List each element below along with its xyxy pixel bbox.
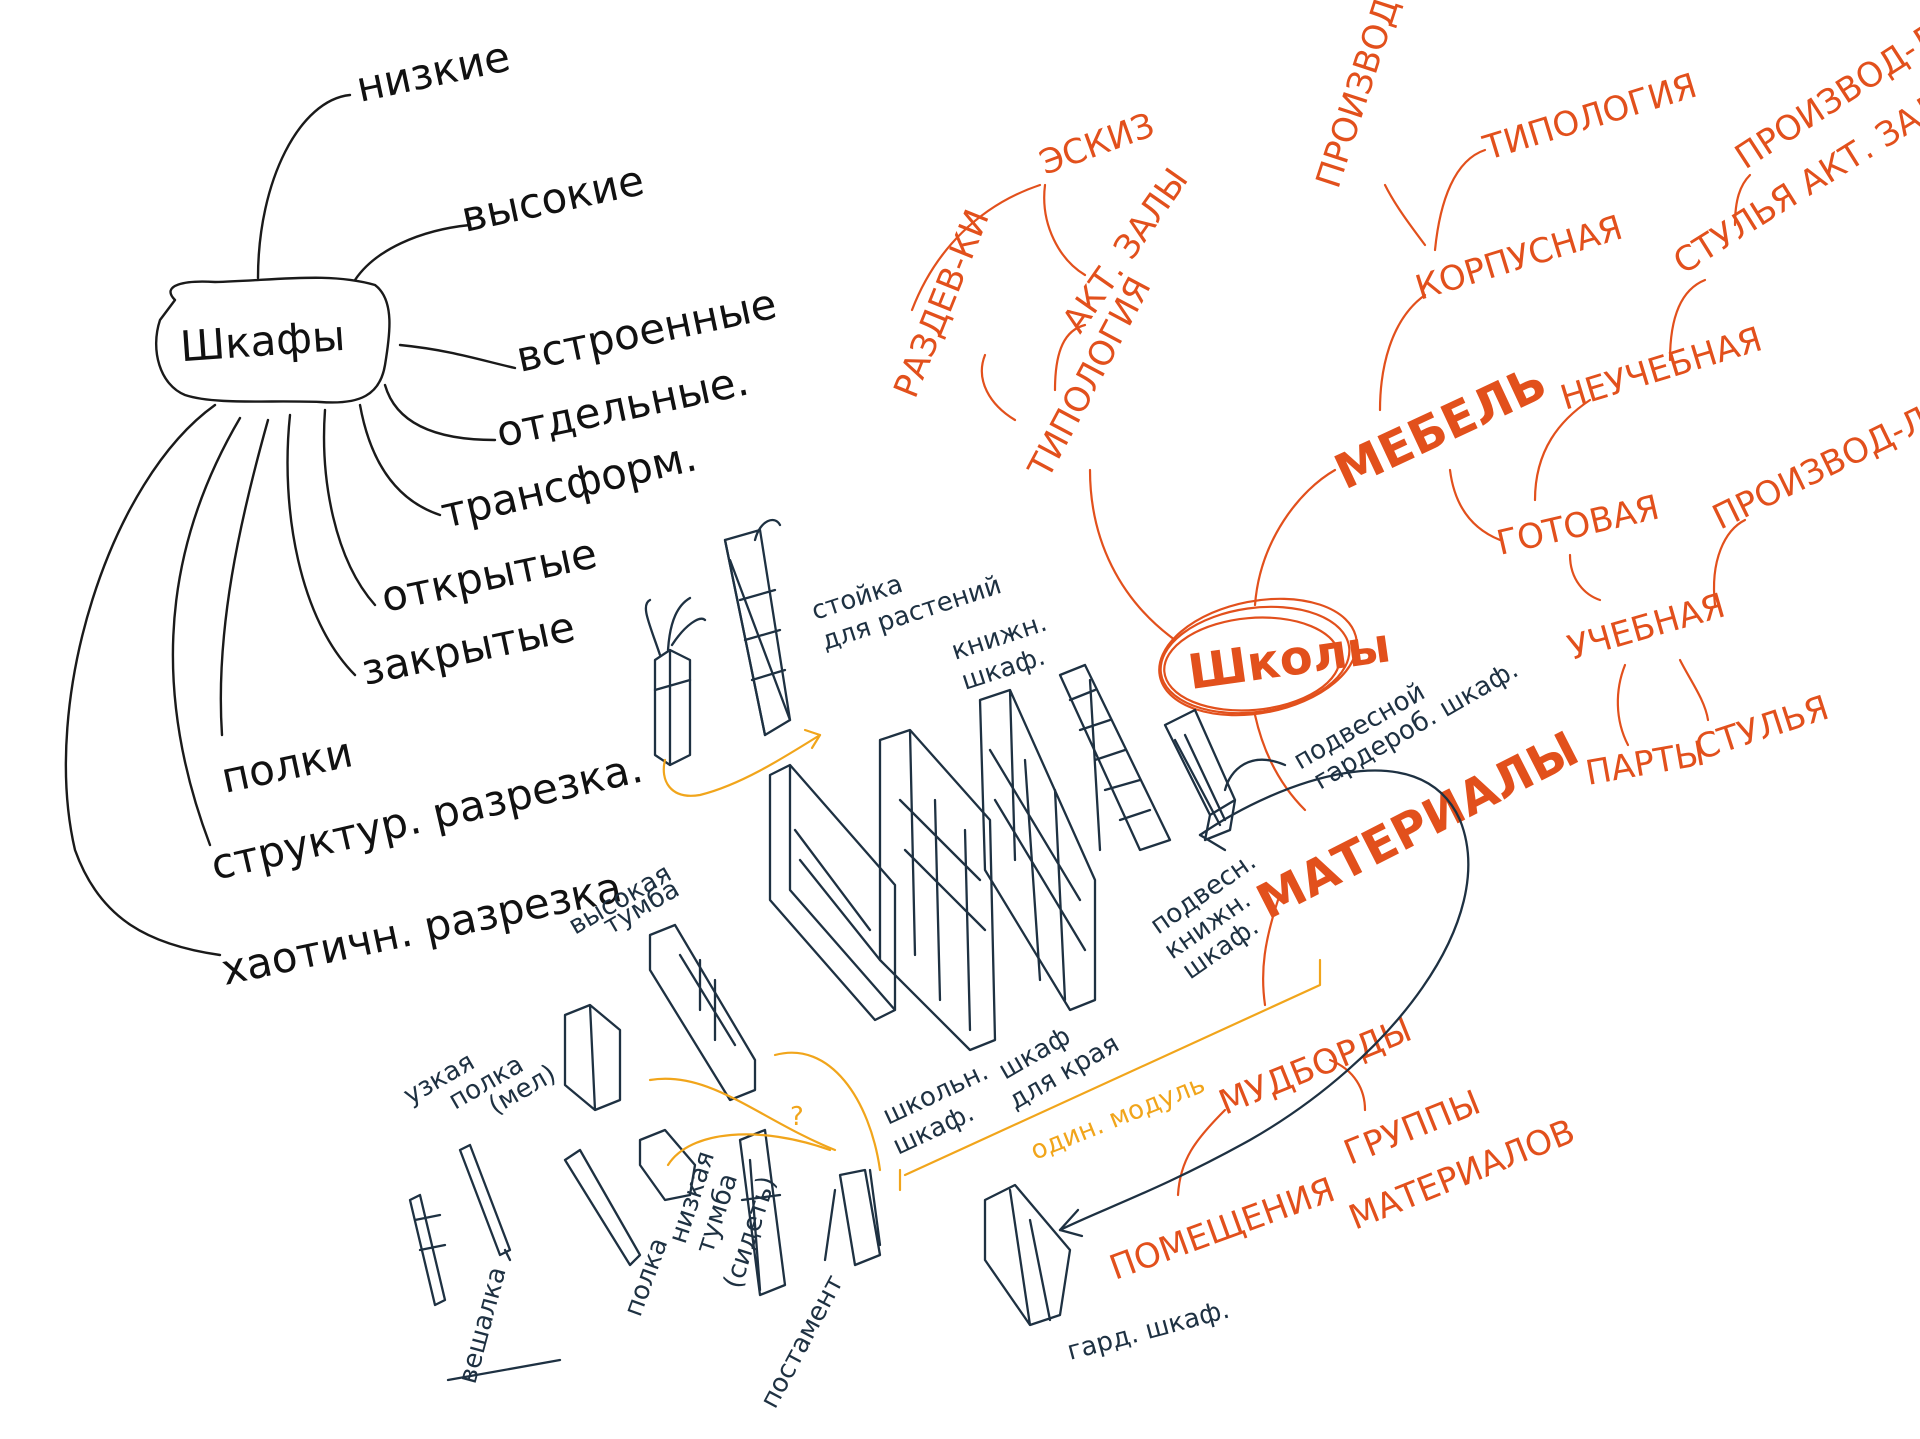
link-eskiz-akt [1043,183,1087,277]
link-neuch-stulya [1668,278,1707,362]
branch-label-polki: полки [217,727,357,803]
furniture-sketches [408,518,1237,1327]
branch-label-nizkie: низкие [352,32,514,112]
yellow-curve-1 [648,1077,837,1152]
label-party: ПАРТЫ [1583,734,1708,794]
link-gotovaya-neuch [1533,398,1592,502]
arrow-wardrobe-loop [1058,769,1470,1232]
label-pomeshcheniya: ПОМЕЩЕНИЯ [1104,1170,1340,1288]
branch-label-transform: трансформ. [436,431,701,537]
yellow-curve-2 [666,1133,832,1167]
branch-transform [358,403,442,517]
left-center-label: Шкафы [179,311,347,371]
arrow-wardrobe-return [1223,758,1287,792]
sketch-small-boxes [408,1003,1072,1327]
link-stulya-proizvod [1733,173,1752,227]
yellow-bracket [903,958,1322,1177]
link-mudbordy-pomeshch [1176,1108,1227,1197]
branch-haotichn [64,403,222,957]
label-uchebnaya: УЧЕБНАЯ [1563,586,1729,669]
link-korpusnaya-tipologiya [1433,148,1487,252]
link-mebel-korpusnaya [1378,293,1427,412]
link-tipologiya-razdev [980,353,1017,422]
link-materialy-mudbordy [1262,898,1280,1007]
link-korpusnaya-proizvod [1383,183,1427,247]
label-mebel: МЕБЕЛЬ [1326,354,1555,500]
yellow-arrow-plants [662,733,822,797]
link-ucheb-proizvod [1713,518,1747,607]
link-ucheb-party [1616,663,1630,747]
schools-scribble-1 [1159,605,1351,715]
label-gotovaya: ГОТОВАЯ [1493,488,1663,564]
link-ucheb-stulya [1678,658,1710,722]
label-polka: полка [618,1234,674,1321]
sketch-tall-cabinet [648,923,757,1102]
sketch-plant-stand-tall [723,518,792,737]
schools-scribble-2 [1163,616,1341,712]
schools-center-label: Школы [1185,617,1394,701]
arrow-hanging-book [1198,833,1227,852]
schools-scribble-3 [1158,597,1358,717]
label-proizvoditeli: ПРОИЗВОДИТЕЛ [1309,0,1437,193]
link-schools-tipologiya [1088,468,1177,642]
branch-nizkie [256,93,352,280]
left-mind-map: Шкафы низкие высокие встроенные отдельны… [64,32,781,995]
label-question: ? [790,1102,804,1132]
branch-label-vysokie: высокие [457,155,648,241]
label-eskiz: ЭСКИЗ [1034,105,1159,183]
branch-struktur [171,416,242,847]
branch-vstroennye [398,343,517,370]
link-schools-materialy [1253,713,1307,812]
branch-otkrytye [322,408,377,607]
label-neuchebnaya: НЕУЧЕБНАЯ [1556,319,1767,418]
navy-arrows [1058,758,1470,1238]
link-mudbordy-gruppy [1328,1058,1367,1112]
link-gotovaya-ucheb [1568,553,1602,602]
label-veshalka: вешалка [453,1264,513,1387]
arrowhead-wardrobe-loop [1058,1208,1084,1238]
branch-zakrytye [286,413,357,677]
label-mudbordy: МУДБОРДЫ [1213,1010,1417,1123]
label-korpusnaya: КОРПУСНАЯ [1411,208,1627,309]
label-proizvod-2: ПРОИЗВОД-ЛИ [1706,388,1920,538]
branch-otdelnye [383,383,497,442]
link-schools-mebel [1253,468,1337,607]
sketch-labels: стойка для растений книжн. шкаф. подвесн… [399,569,1524,1413]
sketch-plant-stand-small [644,596,707,767]
link-eskiz-razdev [910,183,1042,312]
link-mebel-gotovaya [1448,468,1502,542]
link-tipologiya-akt [1053,323,1087,392]
label-gard-shkaf: гард. шкаф. [1064,1295,1233,1367]
label-stulya: СТУЛЬЯ [1690,688,1833,769]
branch-polki [219,418,270,737]
veshalka-underline [446,1358,562,1382]
label-tipologiya-2: ТИПОЛОГИЯ [1478,66,1702,169]
branch-label-haotichn: хаотичн. разрезка [217,862,626,995]
yellow-curve-3 [773,1051,882,1172]
sketch-bookshelf [1058,663,1172,852]
left-center-bubble [155,276,391,404]
branch-vysokie [353,223,472,282]
yellow-arrowhead-plants [803,728,822,750]
sketch-school-cabinets [768,688,1097,1052]
